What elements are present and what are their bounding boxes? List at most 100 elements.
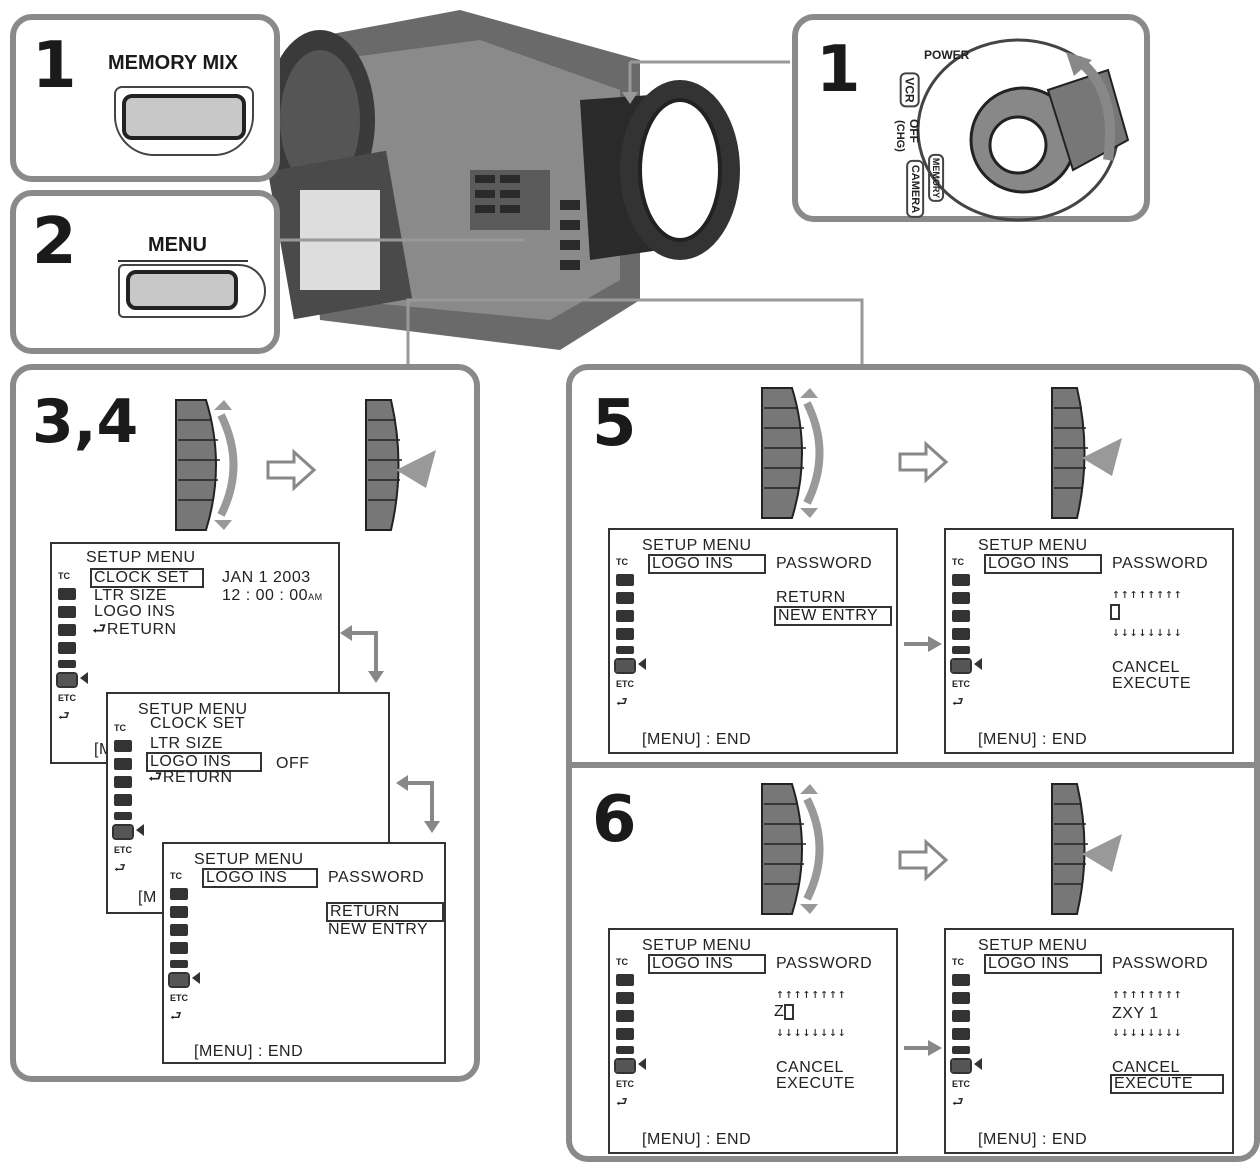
password-down-arrows[interactable]: ↓↓↓↓↓↓↓↓ — [1112, 625, 1183, 640]
return-icon: ⮐ — [952, 694, 964, 709]
setup-menu-screen-5b: SETUP MENU LOGO INS PASSWORD ↑↑↑↑↑↑↑↑ ↓↓… — [944, 528, 1234, 754]
menu-item-clock-set[interactable]: CLOCK SET — [150, 715, 246, 732]
menu-icon-column: TC ETC ⮐ — [950, 956, 974, 1114]
password-up-arrows[interactable]: ↑↑↑↑↑↑↑↑ — [1112, 587, 1183, 602]
manual-icon — [616, 974, 634, 986]
screen-title: SETUP MENU — [978, 937, 1088, 954]
menu-item-logo-ins[interactable]: LOGO INS — [146, 752, 262, 772]
password-up-arrows[interactable]: ↑↑↑↑↑↑↑↑ — [1112, 987, 1183, 1002]
step5-panel: 5 SETUP MENU LOGO INS PASSWORD RETURN NE… — [566, 364, 1260, 768]
setup-menu-screen-3: SETUP MENU LOGO INS PASSWORD RETURN NEW … — [162, 842, 446, 1064]
option-cancel[interactable]: CANCEL — [1112, 659, 1180, 676]
menu-item-logo-ins[interactable]: LOGO INS — [202, 868, 318, 888]
screen-title: SETUP MENU — [642, 937, 752, 954]
menu-item-ltr-size[interactable]: LTR SIZE — [94, 587, 168, 604]
step2-menu-panel: 2 MENU — [10, 190, 280, 354]
step6-panel: 6 SETUP MENU LOGO INS PASSWORD ↑↑↑↑↑↑↑↑ … — [566, 762, 1260, 1162]
tc-icon: TC — [616, 957, 628, 967]
option-cancel[interactable]: CANCEL — [776, 1059, 844, 1076]
camcorder-illustration — [265, 10, 740, 350]
etc-icon: ETC — [114, 845, 132, 855]
tc-icon: TC — [58, 571, 70, 581]
memory-mix-button[interactable] — [122, 94, 246, 140]
password-entry[interactable]: ZXY 1 — [1112, 1005, 1159, 1022]
back-and-forth-arrow-icon — [340, 625, 384, 683]
password-down-arrows[interactable]: ↓↓↓↓↓↓↓↓ — [1112, 1025, 1183, 1040]
password-label: PASSWORD — [1112, 555, 1209, 572]
menu-button-line — [118, 260, 248, 262]
dial-label-vcr: VCR — [899, 72, 920, 108]
password-down-arrows[interactable]: ↓↓↓↓↓↓↓↓ — [776, 1025, 847, 1040]
etc-icon: ETC — [170, 993, 188, 1003]
menu-item-return[interactable]: ⮐RETURN — [92, 622, 177, 638]
setup-menu-screen-5a: SETUP MENU LOGO INS PASSWORD RETURN NEW … — [608, 528, 898, 754]
menu-item-logo-ins[interactable]: LOGO INS — [648, 954, 766, 974]
step1-power-dial-panel: 1 POWER VCR OFF (CHG) CAMERA MEMORY — [792, 14, 1150, 222]
return-icon: ⮐ — [148, 769, 163, 786]
tc-icon: TC — [952, 957, 964, 967]
screen-title: SETUP MENU — [138, 701, 248, 718]
memory-icon — [952, 1046, 970, 1054]
camera-icon — [170, 906, 188, 918]
manual-icon — [170, 888, 188, 900]
tape-icon — [616, 1028, 634, 1040]
jog-dial-press-icon — [365, 399, 436, 531]
next-arrow-icon — [266, 448, 317, 492]
menu-icon-column: TC ETC ⮐ — [56, 570, 80, 728]
selector-pointer-icon — [80, 672, 88, 684]
menu-icon-column: TC ETC ⮐ — [112, 722, 136, 880]
dial-label-off: OFF — [907, 119, 921, 143]
selector-pointer-icon — [638, 1058, 646, 1070]
menu-item-logo-ins[interactable]: LOGO INS — [984, 954, 1102, 974]
password-cursor[interactable] — [1110, 604, 1120, 620]
memory-mix-button-housing — [114, 86, 254, 156]
return-icon: ⮐ — [616, 694, 628, 709]
option-return[interactable]: RETURN — [776, 589, 846, 606]
dial-label-chg: (CHG) — [893, 120, 906, 152]
camera-icon — [114, 758, 132, 770]
option-execute[interactable]: EXECUTE — [1112, 675, 1192, 692]
clock-date: JAN 1 2003 — [222, 569, 311, 586]
memory-icon — [58, 660, 76, 668]
menu-icon-column: TC ETC ⮐ — [950, 556, 974, 714]
tc-icon: TC — [952, 557, 964, 567]
dial-label-camera: CAMERA — [906, 159, 925, 219]
return-icon: ⮐ — [952, 1094, 964, 1109]
password-entry[interactable]: Z — [774, 1004, 795, 1020]
dial-label-memory: MEMORY — [928, 153, 945, 203]
screen-footer: [MENU] : END — [978, 731, 1088, 748]
password-up-arrows[interactable]: ↑↑↑↑↑↑↑↑ — [776, 987, 847, 1002]
menu-item-logo-ins[interactable]: LOGO INS — [94, 603, 176, 620]
option-new-entry[interactable]: NEW ENTRY — [328, 921, 429, 938]
option-execute[interactable]: EXECUTE — [776, 1075, 856, 1092]
return-label: RETURN — [106, 621, 177, 638]
step-number: 1 — [816, 33, 861, 107]
menu-icon-column: TC ETC ⮐ — [168, 870, 192, 1028]
setup-icon — [950, 658, 972, 674]
menu-item-clock-set[interactable]: CLOCK SET — [90, 568, 204, 588]
tc-icon: TC — [170, 871, 182, 881]
option-execute[interactable]: EXECUTE — [1110, 1074, 1224, 1094]
return-label: RETURN — [162, 769, 233, 786]
menu-item-logo-ins[interactable]: LOGO INS — [648, 554, 766, 574]
password-label: PASSWORD — [776, 555, 873, 572]
option-return[interactable]: RETURN — [326, 902, 444, 922]
menu-item-logo-ins[interactable]: LOGO INS — [984, 554, 1102, 574]
memory-icon — [616, 646, 634, 654]
option-new-entry[interactable]: NEW ENTRY — [774, 606, 892, 626]
lcd-icon — [952, 610, 970, 622]
menu-icon-column: TC ETC ⮐ — [614, 956, 638, 1114]
option-cancel[interactable]: CANCEL — [1112, 1059, 1180, 1076]
screen-title: SETUP MENU — [86, 549, 196, 566]
connector-lines — [280, 60, 864, 370]
step1-memory-mix-panel: 1 MEMORY MIX — [10, 14, 280, 182]
menu-item-return[interactable]: ⮐RETURN — [148, 770, 233, 786]
setup-icon — [56, 672, 78, 688]
selector-pointer-icon — [638, 658, 646, 670]
screen-footer: [M — [138, 889, 157, 906]
menu-item-ltr-size[interactable]: LTR SIZE — [150, 735, 224, 752]
screen-footer: [MENU] : END — [642, 731, 752, 748]
camera-icon — [616, 992, 634, 1004]
menu-button[interactable] — [126, 270, 238, 310]
memory-mix-label: MEMORY MIX — [108, 52, 239, 74]
